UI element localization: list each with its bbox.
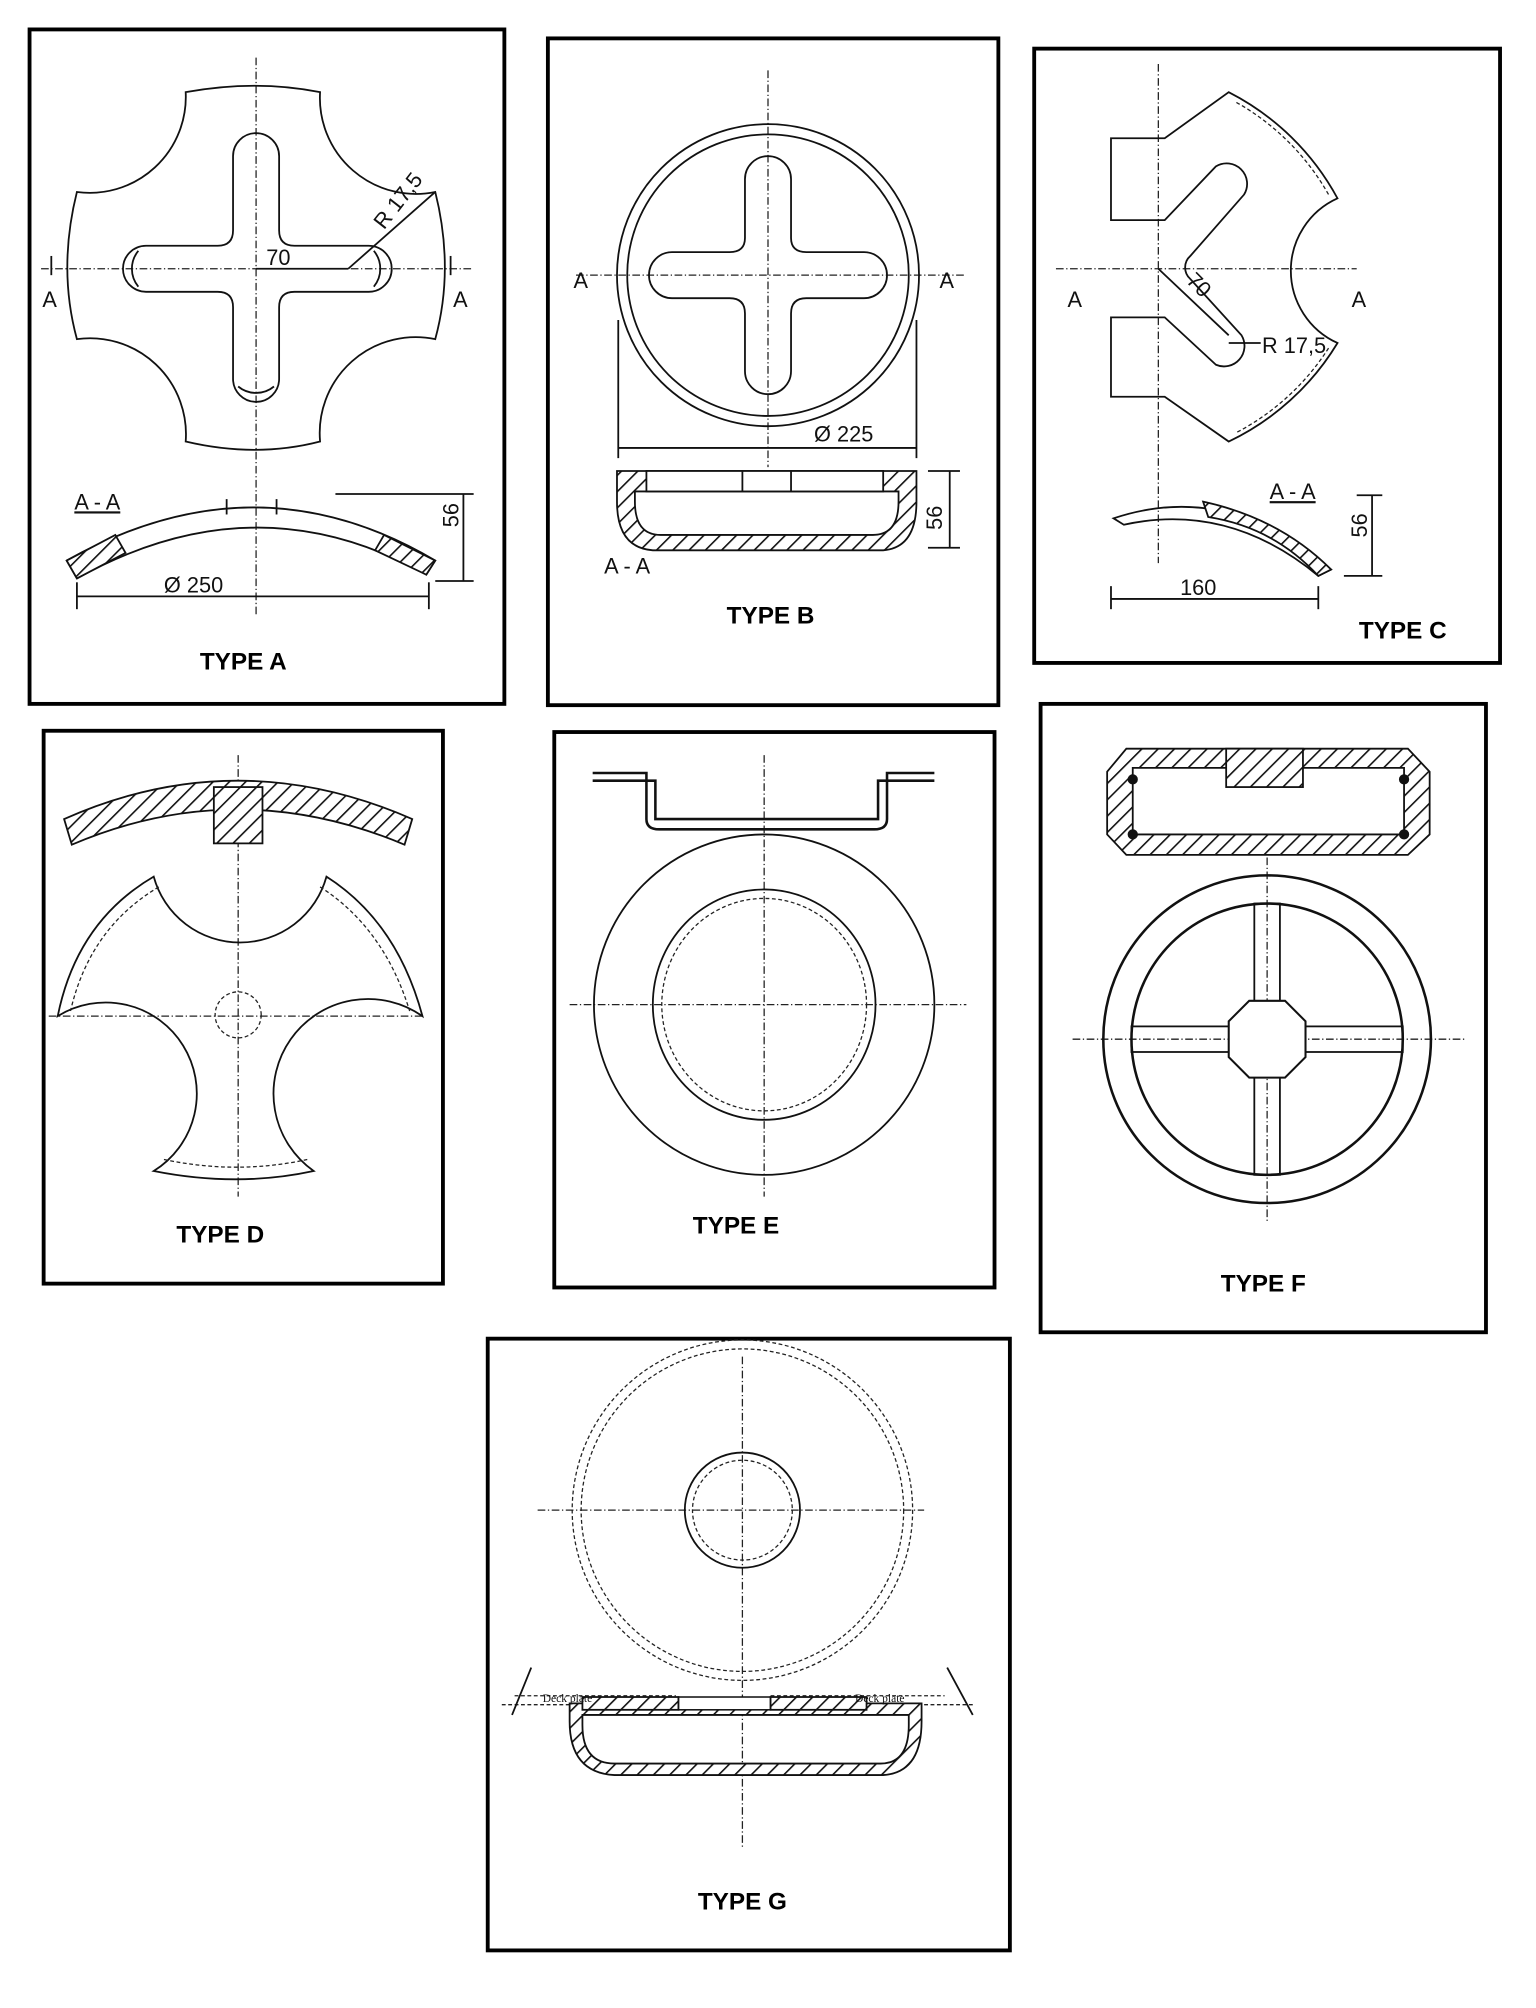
type-a-cross-slot xyxy=(122,132,393,403)
type-b-cross-slot xyxy=(648,155,888,395)
type-e-section xyxy=(592,771,935,831)
type-b-section-title: A - A xyxy=(604,553,650,578)
type-b-section-marker-left: A xyxy=(573,268,588,293)
type-c-label: TYPE C xyxy=(1359,618,1447,645)
type-f-center-hub xyxy=(1227,999,1307,1079)
type-e-outer-ring xyxy=(593,833,936,1176)
type-b-label: TYPE B xyxy=(727,602,815,629)
type-a-diameter-dim: Ø 250 xyxy=(164,573,223,598)
type-c-width-dim: 160 xyxy=(1180,575,1216,600)
type-g-section xyxy=(568,1702,923,1776)
type-d-plate-outline xyxy=(56,875,424,1181)
type-b-height-dim: 56 xyxy=(922,506,947,530)
type-c-plate-outline xyxy=(1110,91,1339,443)
type-g-outer-ring xyxy=(571,1339,914,1682)
type-c-height-dim: 56 xyxy=(1347,513,1372,537)
type-d-center-hole xyxy=(214,991,262,1039)
type-e-label: TYPE E xyxy=(693,1213,779,1240)
type-e-inner-opening xyxy=(651,888,877,1121)
type-a-section-marker-left: A xyxy=(42,287,57,312)
type-b-panel: A A Ø 225 56 A - A TYPE B xyxy=(545,36,1001,708)
type-a-section-title: A - A xyxy=(74,489,120,514)
type-c-section-marker-left: A xyxy=(1067,287,1082,312)
type-g-deck-plate-left: Deck plate xyxy=(543,1693,593,1705)
type-c-panel: 70 R 17,5 A A A - A 56 160 TYPE C xyxy=(1032,46,1502,665)
type-d-section xyxy=(63,779,414,846)
type-g-panel: Deck plate Deck plate TYPE G xyxy=(485,1336,1012,1953)
type-b-section-marker-right: A xyxy=(939,268,954,293)
type-b-outer-ring xyxy=(616,123,920,428)
type-a-offset-dim: 70 xyxy=(266,245,290,270)
type-d-center-boss xyxy=(212,786,264,845)
type-a-label: TYPE A xyxy=(200,648,287,675)
type-c-radius-dim: R 17,5 xyxy=(1262,333,1326,358)
type-e-panel: TYPE E xyxy=(552,730,997,1290)
type-g-label: TYPE G xyxy=(698,1888,787,1915)
type-a-section-marker-right: A xyxy=(453,287,468,312)
type-a-panel: 70 R 17,5 A A A - A 56 Ø 250 TYPE A xyxy=(27,27,507,706)
type-a-height-dim: 56 xyxy=(438,503,463,527)
type-f-panel: TYPE F xyxy=(1038,701,1488,1335)
type-g-inner-opening xyxy=(683,1451,801,1569)
type-c-section-marker-right: A xyxy=(1352,287,1367,312)
type-f-label: TYPE F xyxy=(1221,1270,1306,1297)
type-d-panel: TYPE D xyxy=(41,728,445,1286)
type-f-outer-ring xyxy=(1102,874,1433,1205)
type-d-label: TYPE D xyxy=(176,1222,264,1249)
type-a-plate-outline xyxy=(66,84,446,451)
type-g-deck-plate-right: Deck plate xyxy=(855,1693,905,1705)
type-b-diameter-dim: Ø 225 xyxy=(814,422,873,447)
type-c-section-title: A - A xyxy=(1270,479,1316,504)
type-a-radius-dim: R 17,5 xyxy=(368,168,427,234)
